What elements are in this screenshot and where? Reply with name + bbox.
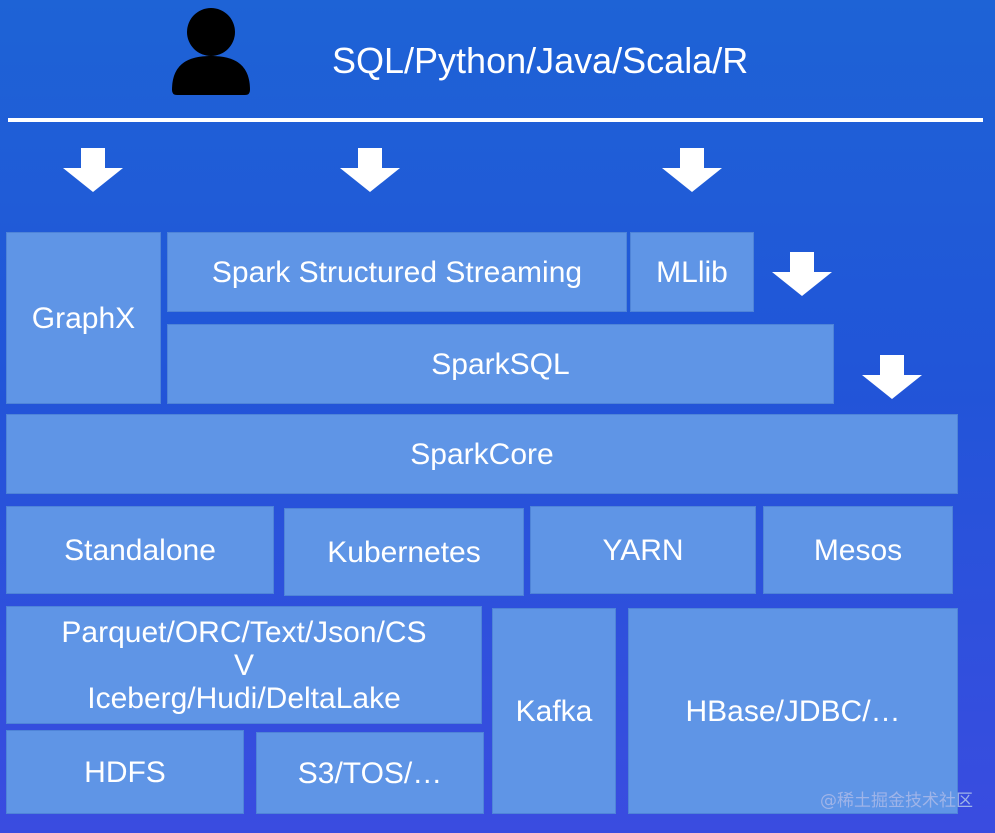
- kubernetes-box: Kubernetes: [284, 508, 524, 596]
- structured-streaming-box: Spark Structured Streaming: [167, 232, 627, 312]
- down-arrow-icon: [63, 148, 123, 197]
- structured-streaming-label: Spark Structured Streaming: [211, 255, 583, 289]
- yarn-box: YARN: [530, 506, 756, 594]
- divider-line: [8, 118, 983, 122]
- languages-label: SQL/Python/Java/Scala/R: [332, 40, 749, 81]
- down-arrow-icon: [662, 148, 722, 197]
- formats-line2: V: [233, 648, 254, 682]
- mesos-label: Mesos: [813, 533, 903, 567]
- user-icon: [168, 4, 254, 101]
- mllib-label: MLlib: [656, 255, 728, 289]
- graphx-label: GraphX: [31, 301, 136, 335]
- sparksql-box: SparkSQL: [167, 324, 834, 404]
- hdfs-label: HDFS: [84, 755, 166, 789]
- mesos-box: Mesos: [763, 506, 953, 594]
- hbase-label: HBase/JDBC/…: [685, 694, 901, 728]
- sparkcore-box: SparkCore: [6, 414, 958, 494]
- s3-label: S3/TOS/…: [297, 756, 443, 790]
- graphx-box: GraphX: [6, 232, 161, 404]
- kafka-box: Kafka: [492, 608, 616, 814]
- mllib-box: MLlib: [630, 232, 754, 312]
- down-arrow-icon: [340, 148, 400, 197]
- s3-box: S3/TOS/…: [256, 732, 484, 814]
- kafka-label: Kafka: [515, 694, 593, 728]
- standalone-label: Standalone: [64, 533, 216, 567]
- down-arrow-icon: [772, 252, 832, 301]
- sparksql-label: SparkSQL: [431, 347, 570, 381]
- hdfs-box: HDFS: [6, 730, 244, 814]
- watermark: @稀土掘金技术社区: [820, 791, 973, 811]
- formats-box: Parquet/ORC/Text/Json/CS V Iceberg/Hudi/…: [6, 606, 482, 724]
- sparkcore-label: SparkCore: [410, 437, 554, 471]
- formats-line3: Iceberg/Hudi/DeltaLake: [87, 681, 401, 715]
- down-arrow-icon: [862, 355, 922, 404]
- hbase-box: HBase/JDBC/…: [628, 608, 958, 814]
- standalone-box: Standalone: [6, 506, 274, 594]
- formats-line1: Parquet/ORC/Text/Json/CS: [61, 615, 427, 649]
- yarn-label: YARN: [602, 533, 684, 567]
- kubernetes-label: Kubernetes: [327, 535, 481, 569]
